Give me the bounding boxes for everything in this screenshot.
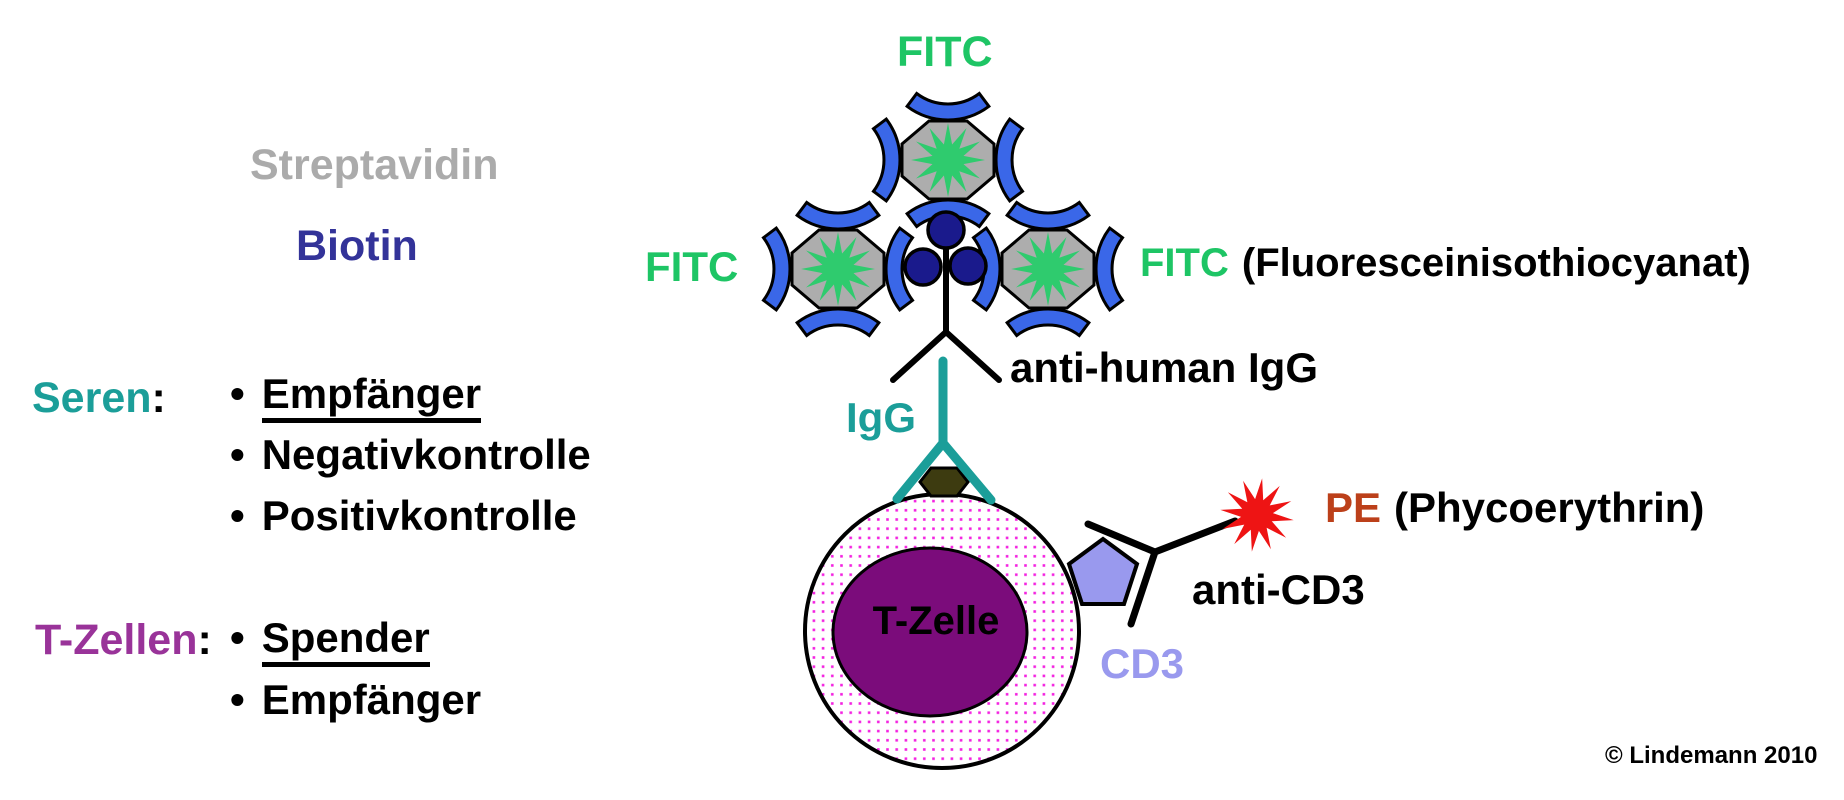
fitc-fullname-label: FITC (Fluoresceinisothiocyanat) [1140, 243, 1751, 283]
seren-item-positivkontrolle: Positivkontrolle [261, 492, 577, 539]
bullet-icon: • [230, 676, 245, 723]
list-item: • Empfänger [230, 373, 591, 434]
t-zellen-colon: : [197, 616, 212, 664]
fitc-fullname-text: (Fluoresceinisothiocyanat) [1241, 241, 1751, 285]
streptavidin-label: Streptavidin [250, 141, 499, 189]
strep-complex-top [874, 94, 1023, 227]
bullet-icon: • [230, 492, 245, 539]
bullet-icon: • [230, 370, 245, 417]
list-item: • Spender [230, 617, 481, 679]
list-item: • Negativkontrolle [230, 434, 591, 495]
seren-item-negativkontrolle: Negativkontrolle [261, 431, 591, 478]
pe-starburst-icon [1215, 473, 1299, 557]
biotin-label: Biotin [296, 222, 418, 270]
fitc-right-label: FITC [1140, 241, 1229, 285]
biotin-circle-icon [948, 246, 988, 286]
t-zelle-label: T-Zelle [872, 599, 1000, 643]
pe-fullname-text: (Phycoerythrin) [1394, 484, 1705, 531]
list-item: • Positivkontrolle [230, 495, 591, 556]
tzellen-item-spender: Spender [261, 617, 430, 667]
seren-colon: : [151, 374, 166, 422]
t-zellen-label: T-Zellen [35, 616, 198, 664]
anti-cd3-label: anti-CD3 [1192, 566, 1365, 613]
fitc-left-label: FITC [645, 243, 739, 290]
biotin-circle-icon [903, 247, 943, 287]
strep-complex-left [764, 203, 913, 336]
anti-human-igg-label: anti-human IgG [1010, 344, 1318, 391]
cd3-receptor-icon [1066, 536, 1140, 606]
seren-list: • Empfänger • Negativkontrolle • Positivkon… [230, 373, 591, 556]
t-cell-nucleus-icon [831, 546, 1029, 718]
igg-label: IgG [846, 394, 916, 441]
pe-heading: PE (Phycoerythrin) [1325, 487, 1704, 529]
tzellen-item-empfaenger: Empfänger [261, 676, 482, 723]
igg-antibody-icon [892, 356, 996, 505]
surface-antigen-icon [918, 466, 970, 498]
t-zellen-list: • Spender • Empfänger [230, 617, 481, 741]
bullet-icon: • [230, 614, 245, 661]
anti-cd3-antibody-icon [1084, 517, 1239, 628]
list-item: • Empfänger [230, 679, 481, 741]
fitc-top-label: FITC [897, 28, 993, 76]
cd3-label: CD3 [1100, 640, 1185, 687]
seren-label: Seren [32, 374, 152, 422]
seren-item-empfaenger: Empfänger [261, 373, 482, 423]
t-zellen-heading: T-Zellen: [35, 619, 212, 662]
pe-label: PE [1325, 484, 1382, 531]
strep-complex-right [974, 203, 1123, 336]
biotin-circle-icon [926, 210, 966, 250]
bullet-icon: • [230, 431, 245, 478]
copyright-label: © Lindemann 2010 [1605, 742, 1818, 769]
seren-heading: Seren: [32, 377, 166, 420]
